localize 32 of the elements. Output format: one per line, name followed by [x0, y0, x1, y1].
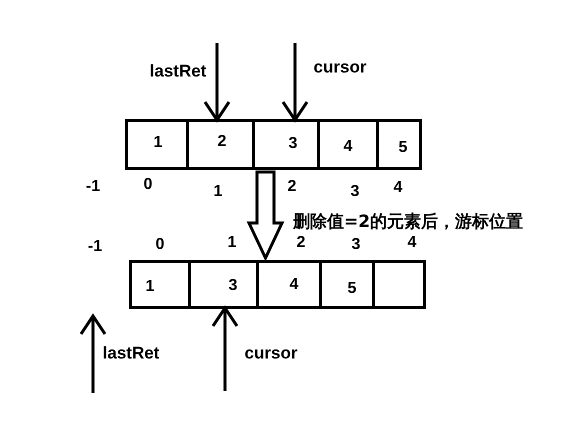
- pointer-label: lastRet: [102, 344, 160, 362]
- pointer-label: cursor: [244, 344, 298, 362]
- index-label: 2: [288, 179, 296, 195]
- index-label: 1: [214, 184, 222, 200]
- array-cell: 5: [318, 263, 372, 306]
- index-label: -1: [86, 179, 100, 195]
- index-label: 3: [350, 184, 360, 200]
- index-label: 2: [296, 235, 306, 251]
- index-label: 1: [228, 235, 236, 251]
- pointer-label: lastRet: [150, 62, 206, 80]
- index-label: 0: [144, 177, 152, 193]
- array-cell: 5: [376, 122, 419, 167]
- array-box: [129, 260, 426, 309]
- index-label: 4: [394, 180, 402, 196]
- array-cell: 4: [316, 122, 376, 167]
- index-label: 0: [156, 237, 164, 253]
- pointer-label: cursor: [314, 58, 366, 76]
- array-cell: 3: [252, 122, 316, 167]
- pointer-arrow: [204, 43, 230, 122]
- array-cell: 1: [128, 122, 186, 167]
- index-label: 3: [352, 237, 360, 253]
- array-cell: 4: [256, 263, 318, 306]
- block-arrow: [246, 170, 284, 262]
- array-cell: 3: [188, 263, 256, 306]
- pointer-arrow: [282, 43, 308, 122]
- edge-label: 删除值=2的元素后，游标位置: [293, 212, 524, 232]
- index-label: -1: [88, 239, 102, 255]
- array-cell: 2: [186, 122, 252, 167]
- pointer-arrow: [212, 306, 238, 391]
- array-cell: 1: [132, 263, 188, 306]
- index-label: 4: [408, 235, 416, 251]
- array-box: [125, 119, 422, 170]
